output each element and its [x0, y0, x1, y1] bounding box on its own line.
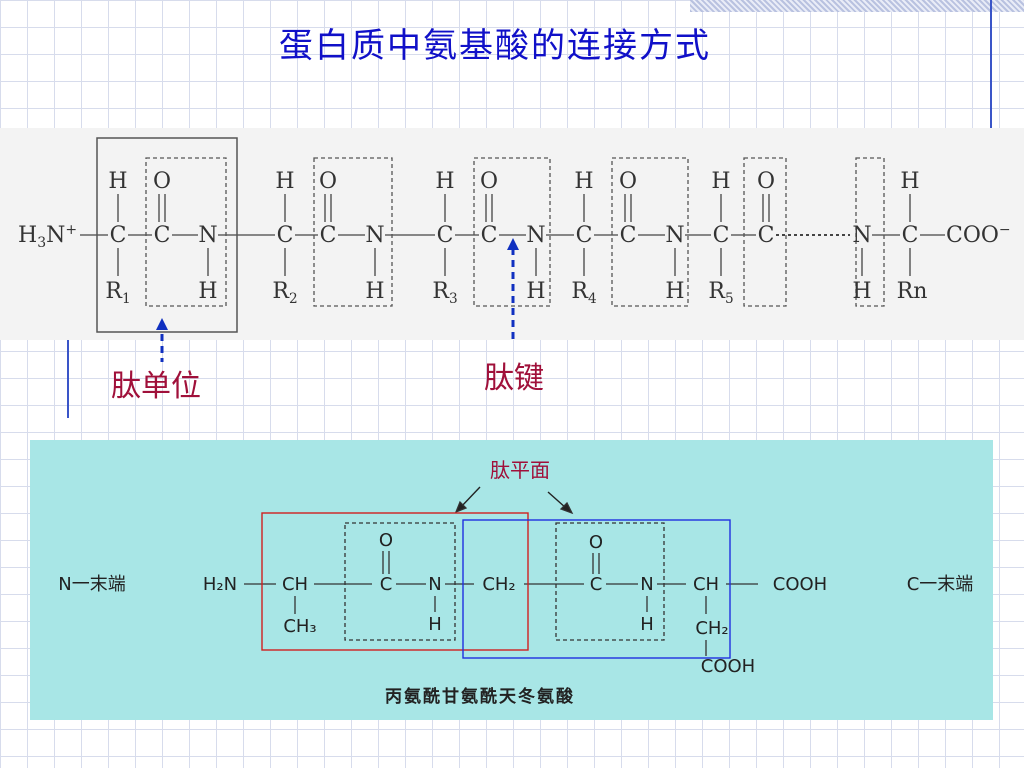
alpha-h: H — [435, 169, 454, 194]
amide-plane-box — [855, 157, 885, 307]
amide-group-box-1 — [344, 522, 456, 641]
n-terminus-label: H3N+ — [18, 222, 77, 251]
aspartate-cooh: COOH — [773, 574, 827, 595]
carbonyl-o-1: O — [379, 530, 393, 551]
peptide-chain-panel — [0, 128, 1024, 340]
h2n-label: H₂N — [203, 574, 237, 595]
alpha-carbon-last: C — [902, 223, 919, 248]
glycine-ch2: CH₂ — [482, 574, 515, 595]
header-decoration — [690, 0, 1024, 12]
alanine-ch3: CH₃ — [283, 616, 316, 637]
carbonyl-c-2: C — [590, 574, 603, 595]
alpha-h: H — [275, 169, 294, 194]
arrowhead — [559, 501, 574, 515]
alanine-ch: CH — [282, 574, 308, 595]
amide-plane-box — [145, 157, 227, 307]
alpha-h-last: H — [900, 169, 919, 194]
alpha-h: H — [574, 169, 593, 194]
peptide-plane-box-1 — [261, 512, 529, 651]
amide-plane-box — [743, 157, 787, 307]
right-rule — [990, 0, 992, 130]
peptide-unit-box — [96, 137, 238, 333]
amide-h: H — [665, 279, 684, 304]
arrowhead — [507, 238, 519, 250]
aspartate-side-ch2: CH₂ — [695, 618, 728, 639]
carbonyl-o: O — [757, 169, 775, 194]
carbonyl-o: O — [153, 169, 171, 194]
amide-n-2: N — [640, 574, 653, 595]
peptide-plane-box-2 — [462, 519, 731, 659]
amide-n: N — [365, 223, 384, 248]
page-title: 蛋白质中氨基酸的连接方式 — [279, 26, 711, 66]
amide-n-1: N — [428, 574, 441, 595]
amide-n: N — [665, 223, 684, 248]
residue-rn: Rn — [897, 279, 928, 304]
amide-h: H — [526, 279, 545, 304]
amide-h-last: H — [852, 279, 871, 304]
arrowhead — [454, 500, 468, 514]
carbonyl-carbon: C — [320, 223, 337, 248]
peptide-plane-label: 肽平面 — [490, 458, 550, 482]
alpha-h: H — [711, 169, 730, 194]
alpha-h: H — [108, 169, 127, 194]
amide-h-1: H — [428, 614, 442, 635]
plane-arrow-right — [547, 491, 567, 509]
carbonyl-o: O — [319, 169, 337, 194]
left-rule — [67, 340, 69, 418]
amide-h-2: H — [640, 614, 654, 635]
carbonyl-carbon: C — [758, 223, 775, 248]
carbonyl-o-2: O — [589, 532, 603, 553]
amide-plane-box — [473, 157, 551, 307]
alpha-carbon: C — [713, 223, 730, 248]
carbonyl-carbon: C — [154, 223, 171, 248]
alpha-carbon: C — [437, 223, 454, 248]
c-end-label: C一末端 — [907, 574, 974, 595]
amide-n: N — [198, 223, 217, 248]
carbonyl-carbon: C — [481, 223, 498, 248]
amide-n: N — [526, 223, 545, 248]
carbonyl-carbon: C — [620, 223, 637, 248]
amide-plane-box — [611, 157, 689, 307]
arrowhead — [156, 318, 168, 330]
aspartate-ch: CH — [693, 574, 719, 595]
peptide-unit-label: 肽单位 — [111, 369, 201, 404]
tripeptide-caption: 丙氨酰甘氨酰天冬氨酸 — [385, 686, 575, 707]
peptide-bond-label: 肽键 — [484, 361, 544, 396]
alpha-carbon: C — [110, 223, 127, 248]
carbonyl-c-1: C — [380, 574, 393, 595]
amide-h: H — [198, 279, 217, 304]
n-end-label: N一末端 — [58, 574, 125, 595]
alpha-carbon: C — [277, 223, 294, 248]
amide-n-last: N — [852, 223, 871, 248]
aspartate-side-cooh: COOH — [701, 656, 755, 677]
carbonyl-o: O — [480, 169, 498, 194]
alpha-carbon: C — [576, 223, 593, 248]
amide-h: H — [365, 279, 384, 304]
peptide-plane-panel — [30, 440, 993, 720]
carbonyl-o: O — [619, 169, 637, 194]
amide-plane-box — [313, 157, 393, 307]
